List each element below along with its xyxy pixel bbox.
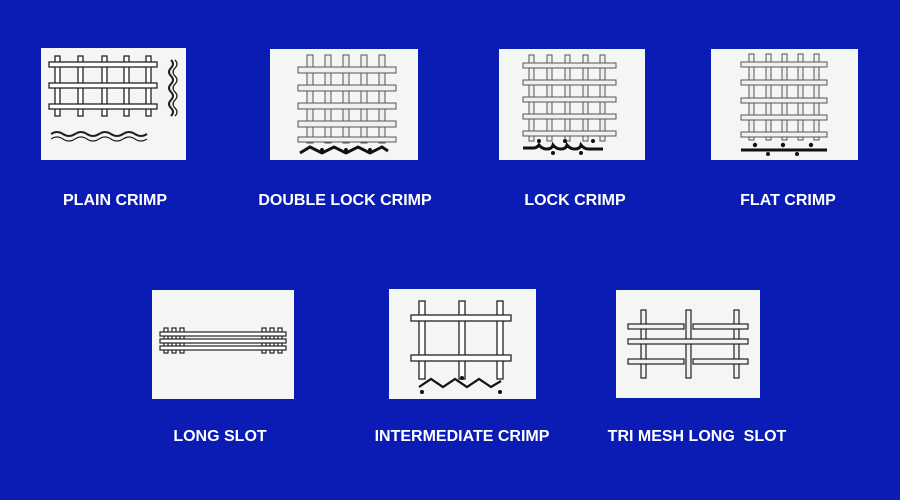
tri-mesh-long-slot-label: TRI MESH LONG SLOT	[607, 428, 787, 445]
plain-crimp-label: PLAIN CRIMP	[63, 192, 167, 209]
intermediate-crimp-label: INTERMEDIATE CRIMP	[374, 428, 550, 445]
lock-crimp-panel	[499, 49, 645, 160]
tri-mesh-long-slot-panel	[616, 290, 760, 398]
lock-crimp-diagram-icon	[522, 54, 617, 155]
lock-crimp-label: LOCK CRIMP	[524, 192, 626, 209]
flat-crimp-diagram-icon	[740, 53, 828, 156]
double-lock-crimp-panel	[270, 49, 418, 160]
double-lock-crimp-label: DOUBLE LOCK CRIMP	[258, 192, 432, 209]
flat-crimp-panel	[711, 49, 858, 160]
long-slot-label: LONG SLOT	[173, 428, 267, 445]
long-slot-panel	[152, 290, 294, 399]
flat-crimp-label: FLAT CRIMP	[740, 192, 836, 209]
double-lock-crimp-diagram-icon	[297, 54, 397, 155]
plain-crimp-panel	[41, 48, 186, 160]
intermediate-crimp-diagram-icon	[410, 300, 512, 394]
intermediate-crimp-panel	[389, 289, 536, 399]
tri-mesh-long-slot-diagram-icon	[627, 309, 749, 379]
plain-crimp-diagram-icon	[48, 55, 178, 142]
long-slot-diagram-icon	[159, 327, 287, 354]
